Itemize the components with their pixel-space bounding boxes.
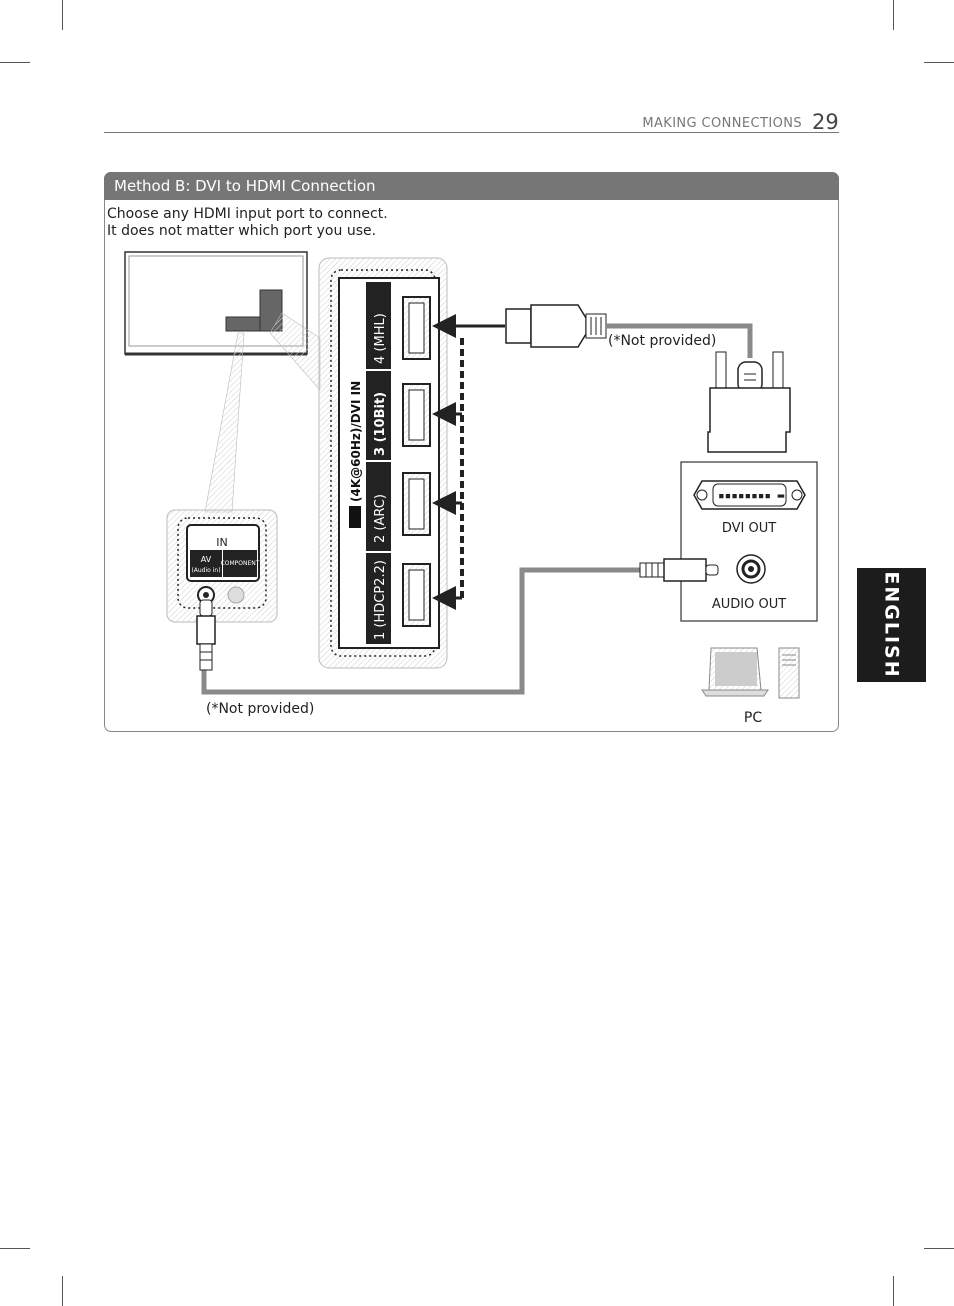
audio-out-label: AUDIO OUT bbox=[712, 597, 786, 612]
pc-icon bbox=[701, 647, 800, 699]
hdmi-port-3 bbox=[402, 383, 431, 447]
language-label: ENGLISH bbox=[880, 571, 903, 679]
not-provided-note-bottom: (*Not provided) bbox=[206, 701, 314, 717]
audio-in-label: (Audio in) bbox=[191, 567, 220, 574]
hdmi-port-4 bbox=[402, 296, 431, 360]
dvi-out-label: DVI OUT bbox=[722, 521, 776, 536]
section-title: MAKING CONNECTIONS bbox=[642, 116, 802, 131]
hdmi-port-2 bbox=[402, 472, 431, 536]
crop-mark bbox=[62, 1276, 63, 1306]
crop-mark bbox=[893, 1276, 894, 1306]
crop-mark bbox=[924, 1248, 954, 1249]
svg-text:▪▪▪▪▪▪▪▪ ▬: ▪▪▪▪▪▪▪▪ ▬ bbox=[718, 489, 785, 502]
crop-mark bbox=[924, 62, 954, 63]
page-number: 29 bbox=[812, 110, 839, 134]
hdmi-plug-icon bbox=[505, 304, 607, 348]
hdmi-logo bbox=[349, 506, 361, 528]
port-label-1: 1 (HDCP2.2) bbox=[373, 560, 388, 640]
instruction-line-2: It does not matter which port you use. bbox=[107, 223, 377, 239]
hdmi-header-label: (4K@60Hz)/DVI IN bbox=[349, 381, 363, 502]
pc-label: PC bbox=[744, 710, 762, 726]
av-label: AV bbox=[201, 555, 212, 564]
port-arrows bbox=[432, 314, 505, 610]
av-in-label: IN bbox=[216, 536, 227, 549]
crop-mark bbox=[0, 1248, 30, 1249]
instruction-line-1: Choose any HDMI input port to connect. bbox=[107, 206, 388, 222]
audio-cable bbox=[201, 567, 642, 695]
av-jack-plug-icon bbox=[196, 599, 216, 671]
port-label-4: 4 (MHL) bbox=[373, 313, 388, 364]
audio-plug-icon bbox=[639, 558, 719, 582]
method-title: Method B: DVI to HDMI Connection bbox=[104, 172, 839, 200]
crop-mark bbox=[893, 0, 894, 30]
dvi-connector-icon bbox=[707, 351, 791, 453]
component-label: COMPONENT bbox=[221, 560, 260, 567]
crop-mark bbox=[0, 62, 30, 63]
pc-port-box: ▪▪▪▪▪▪▪▪ ▬ bbox=[680, 461, 818, 622]
not-provided-note-top: (*Not provided) bbox=[608, 333, 716, 349]
hdmi-port-panel: (4K@60Hz)/DVI IN 4 (MHL) 3 (10Bit) 2 (AR… bbox=[318, 257, 448, 669]
port-label-2: 2 (ARC) bbox=[373, 494, 388, 543]
crop-mark bbox=[62, 0, 63, 30]
language-tab: ENGLISH bbox=[857, 568, 926, 682]
hdmi-port-1 bbox=[402, 563, 431, 627]
hdmi-dvi-cable bbox=[606, 323, 753, 358]
port-label-3: 3 (10Bit) bbox=[373, 392, 388, 456]
header-rule bbox=[104, 132, 839, 133]
av-input-panel: IN AV (Audio in) COMPONENT bbox=[166, 509, 278, 623]
